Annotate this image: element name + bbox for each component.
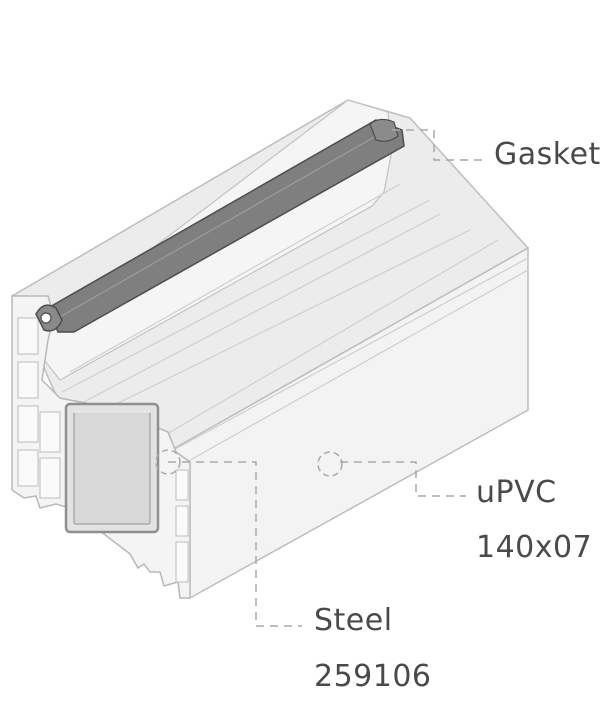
steel-leader [168,461,302,627]
gasket-strip [35,118,405,333]
profile-chambers [17,317,189,583]
upvc-code-label: 140x07 [476,530,593,565]
leader-lines [168,129,482,627]
upvc-callout-circle [317,451,343,477]
profile-groove-lines [61,183,529,469]
steel-reinforcement [64,402,160,534]
upvc-label: uPVC [476,475,557,510]
steel-callout-circle [155,449,181,475]
gasket-label: Gasket [494,137,601,172]
steel-code-label: 259106 [314,659,432,694]
gasket-leader [392,129,482,161]
steel-label: Steel [314,603,393,638]
